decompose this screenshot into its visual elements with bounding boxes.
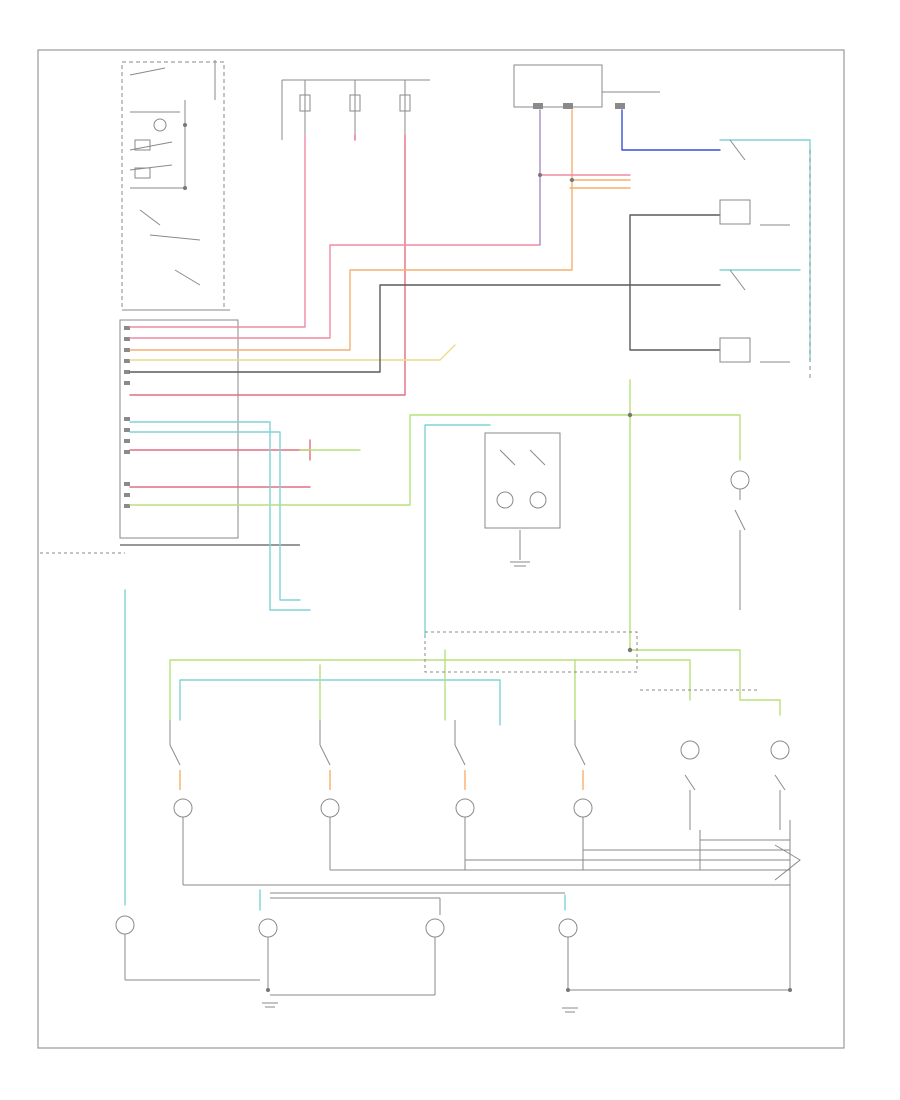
green-wire — [629, 414, 741, 461]
relay-box-outline — [513, 64, 603, 108]
headlamp-switch-panel — [121, 60, 230, 311]
pink-wire — [129, 109, 541, 339]
lamp-icon — [115, 915, 135, 935]
lamp-icon — [573, 798, 593, 818]
dark-wire — [129, 284, 721, 373]
lamp-icon — [496, 491, 514, 509]
door-switch-group — [719, 139, 811, 380]
lamp-icon — [258, 918, 278, 938]
switch-icon — [169, 744, 786, 791]
lamp-icon — [134, 139, 151, 151]
yellow-wire — [129, 344, 456, 361]
lamp-icon — [320, 798, 340, 818]
ground-icon — [262, 1002, 578, 1013]
instrument-cluster-outline — [424, 631, 638, 673]
green-wire — [129, 379, 631, 506]
lamp-icon — [173, 798, 193, 818]
switch-icon — [129, 67, 201, 286]
lamp-icon — [558, 918, 578, 938]
courtesy-lamp-housing — [484, 432, 561, 529]
cyan-wire — [179, 679, 501, 726]
green-wire — [169, 414, 691, 721]
green-wire — [319, 649, 576, 721]
connector-icon — [124, 326, 130, 508]
lamp-icon — [730, 470, 750, 490]
bottom-lamp-row — [115, 892, 578, 1013]
diagram-border — [37, 49, 845, 1049]
lamp-icon — [134, 167, 151, 179]
orange-wire — [129, 109, 573, 351]
cyan-wire — [424, 424, 491, 636]
lamp-icon — [680, 740, 700, 760]
lamp-icon — [425, 918, 445, 938]
cyan-wire — [129, 431, 301, 601]
cyan-wire — [129, 421, 311, 611]
fuse-panel — [281, 79, 430, 140]
lighting-control-module-outline — [119, 319, 239, 539]
door-lamp-row — [169, 720, 790, 885]
orange-wire — [569, 179, 631, 189]
blue-wire — [621, 109, 721, 151]
green-wire — [629, 649, 781, 716]
red-wire — [129, 134, 406, 396]
splice-node-icon — [183, 123, 792, 992]
cyan-wire — [719, 139, 811, 361]
lamp-icon — [455, 798, 475, 818]
connector-icon — [533, 103, 625, 109]
ground-bus-wires — [183, 820, 801, 991]
ground-icon — [510, 561, 530, 567]
pink-wire — [129, 134, 306, 328]
lamp-icon — [770, 740, 790, 760]
dark-wire — [629, 214, 721, 351]
cyan-wire — [259, 889, 566, 911]
red-wire — [129, 439, 311, 488]
headlamp-switch-outline — [121, 61, 225, 311]
lamp-icon — [529, 491, 547, 509]
